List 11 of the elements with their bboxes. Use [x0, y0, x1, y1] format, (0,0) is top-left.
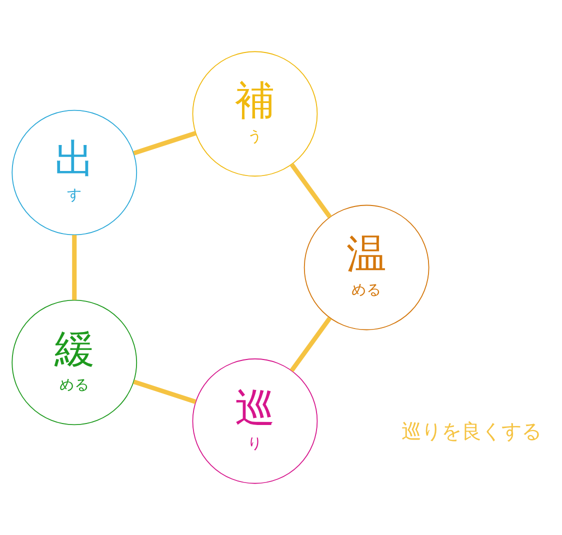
node-circle: 出 す [12, 110, 138, 236]
connector [290, 163, 332, 218]
connector [72, 235, 77, 300]
connector [290, 316, 332, 372]
node-circle: 補 う [192, 51, 318, 177]
label: 巡りを良くする [401, 418, 542, 443]
connector [133, 131, 196, 156]
node-circle: 緩 める [12, 300, 138, 426]
connector [133, 380, 196, 404]
node-circle: 温 める [304, 204, 430, 330]
node-circle: 巡 り [192, 358, 318, 484]
